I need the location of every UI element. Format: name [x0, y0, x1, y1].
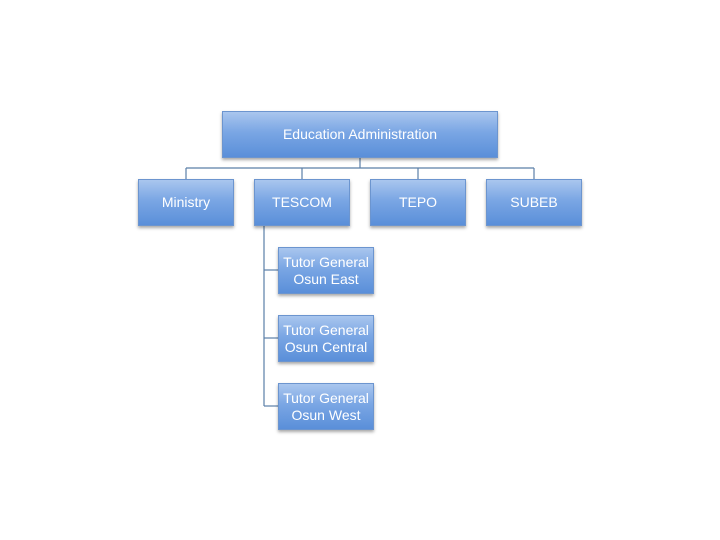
node-tutor-general-osun-west: Tutor General Osun West	[278, 383, 374, 430]
node-label: SUBEB	[510, 194, 558, 210]
node-subeb: SUBEB	[486, 179, 582, 226]
node-label-line1: Tutor General	[283, 253, 369, 270]
node-tutor-general-osun-central: Tutor General Osun Central	[278, 315, 374, 362]
node-label-line1: Tutor General	[283, 389, 369, 406]
node-label-line2: Osun East	[293, 270, 359, 287]
node-label: TESCOM	[272, 194, 332, 210]
node-label-line2: Osun West	[291, 406, 361, 423]
node-label: TEPO	[398, 194, 438, 210]
node-education-administration: Education Administration	[222, 111, 498, 158]
node-label-line1: Tutor General	[283, 321, 369, 338]
node-label: Education Administration	[282, 126, 438, 142]
node-tutor-general-osun-east: Tutor General Osun East	[278, 247, 374, 294]
node-ministry: Ministry	[138, 179, 234, 226]
node-tescom: TESCOM	[254, 179, 350, 226]
node-label: Ministry	[161, 194, 211, 210]
node-tepo: TEPO	[370, 179, 466, 226]
node-label-line2: Osun Central	[284, 338, 368, 355]
